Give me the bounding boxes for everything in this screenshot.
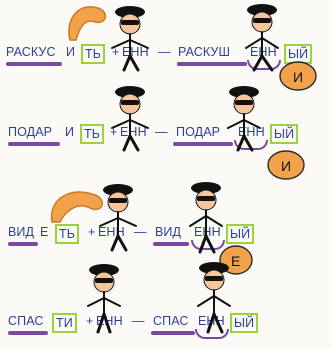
row1-bag [279,61,317,91]
row1-root2-underline [177,62,247,66]
row2-suffix: ЕНН [120,125,147,139]
row3-ending2-box: ЫЙ [226,224,255,244]
row3-left-hat [103,184,133,196]
row1-right-head [251,11,273,33]
row4-right-glasses [205,276,223,281]
row1-suffix: ЕНН [122,45,149,59]
row1-ending-box: ТЬ [81,44,106,64]
row2-root2: ПОДАР [176,125,221,139]
row2-left-glasses [121,100,139,105]
row1-suffix2: ЕНН [250,45,277,59]
row3-right-head [195,189,217,211]
row1-root-underline [6,62,62,66]
row4-left-arm2 [103,297,121,307]
row3-right-glasses [197,196,215,201]
row3-dash: — [134,225,147,239]
row-3: ВИД Е ТЬ + ЕНН — ВИД ЕНН ЫЙ [0,222,332,244]
row4-root2: СПАС [153,314,189,328]
row4-right-head [203,269,225,291]
row2-root-underline [8,142,60,146]
row3-ending-box: ТЬ [55,224,80,244]
row2-left-head [119,93,141,115]
row1-orange-tail [68,6,106,41]
row1-left-glasses [121,20,139,25]
row4-left-head [93,271,115,293]
row2-plus: + [110,125,118,139]
row3-suffix2: ЕНН [194,225,221,239]
row4-right-hat [199,262,229,274]
row3-root: ВИД [8,225,35,239]
row4-left-hat [89,264,119,276]
row4-root-underline [8,331,48,335]
row3-bag-letter: Е [231,253,240,269]
row2-dash: — [155,125,168,139]
row4-ending-box: ТИ [52,313,77,333]
row3-root2: ВИД [155,225,182,239]
row2-bag [267,150,305,180]
row-1: РАСКУС И ТЬ + ЕНН — РАСКУШ ЕНН ЫЙ [0,42,332,64]
row1-left-hat [115,6,145,18]
row4-plus: + [86,314,94,328]
row4-left-glasses [95,278,113,283]
row3-orange-tail [50,191,104,223]
row1-suffix-arc [247,60,281,70]
row2-vowel: И [65,125,75,139]
row4-root: СПАС [8,314,44,328]
row4-dash: — [132,314,145,328]
row2-ending-box: ТЬ [80,124,105,144]
row4-ending2-box: ЫЙ [230,313,259,333]
row4-root2-underline [151,331,195,335]
row3-right-hat [191,182,221,194]
row2-right-head [233,93,255,115]
row3-left-head [107,191,129,213]
row4-suffix: ЕНН [96,314,123,328]
row3-plus: + [88,225,96,239]
row1-root2: РАСКУШ [178,45,231,59]
row1-bag-letter: И [293,69,303,85]
row4-suffix2: ЕНН [198,314,225,328]
row1-right-glasses [253,18,271,23]
row3-vowel: Е [40,225,49,239]
row2-ending2-box: ЫЙ [270,124,299,144]
row4-suffix-arc [195,329,229,339]
row1-plus: + [112,45,120,59]
row2-right-glasses [235,100,253,105]
row2-suffix-arc [234,140,268,150]
row2-bag-letter: И [281,158,291,174]
row2-left-hat [115,86,145,98]
row3-root-underline [8,242,38,246]
row4-right-arm2 [213,295,231,307]
row2-right-hat [229,86,259,98]
row2-suffix2: ЕНН [238,125,265,139]
row3-bag [219,245,253,275]
row1-ending2-box: ЫЙ [284,44,313,64]
row4-left-arm1 [87,297,105,307]
row-4: СПАС ТИ + ЕНН — СПАС ЕНН ЫЙ [0,311,332,333]
row2-root: ПОДАР [8,125,53,139]
row3-root2-underline [153,242,189,246]
row1-right-hat [247,4,277,16]
row3-suffix-arc [191,240,225,250]
row1-left-head [119,13,141,35]
row1-dash: — [158,45,171,59]
row3-left-glasses [109,198,127,203]
row2-root2-underline [173,142,233,146]
row3-suffix: ЕНН [98,225,125,239]
row1-vowel: И [66,45,76,59]
row4-right-arm1 [197,295,215,307]
row-2: ПОДАР И ТЬ + ЕНН — ПОДАР ЕНН ЫЙ [0,122,332,144]
row1-root: РАСКУС [6,45,56,59]
